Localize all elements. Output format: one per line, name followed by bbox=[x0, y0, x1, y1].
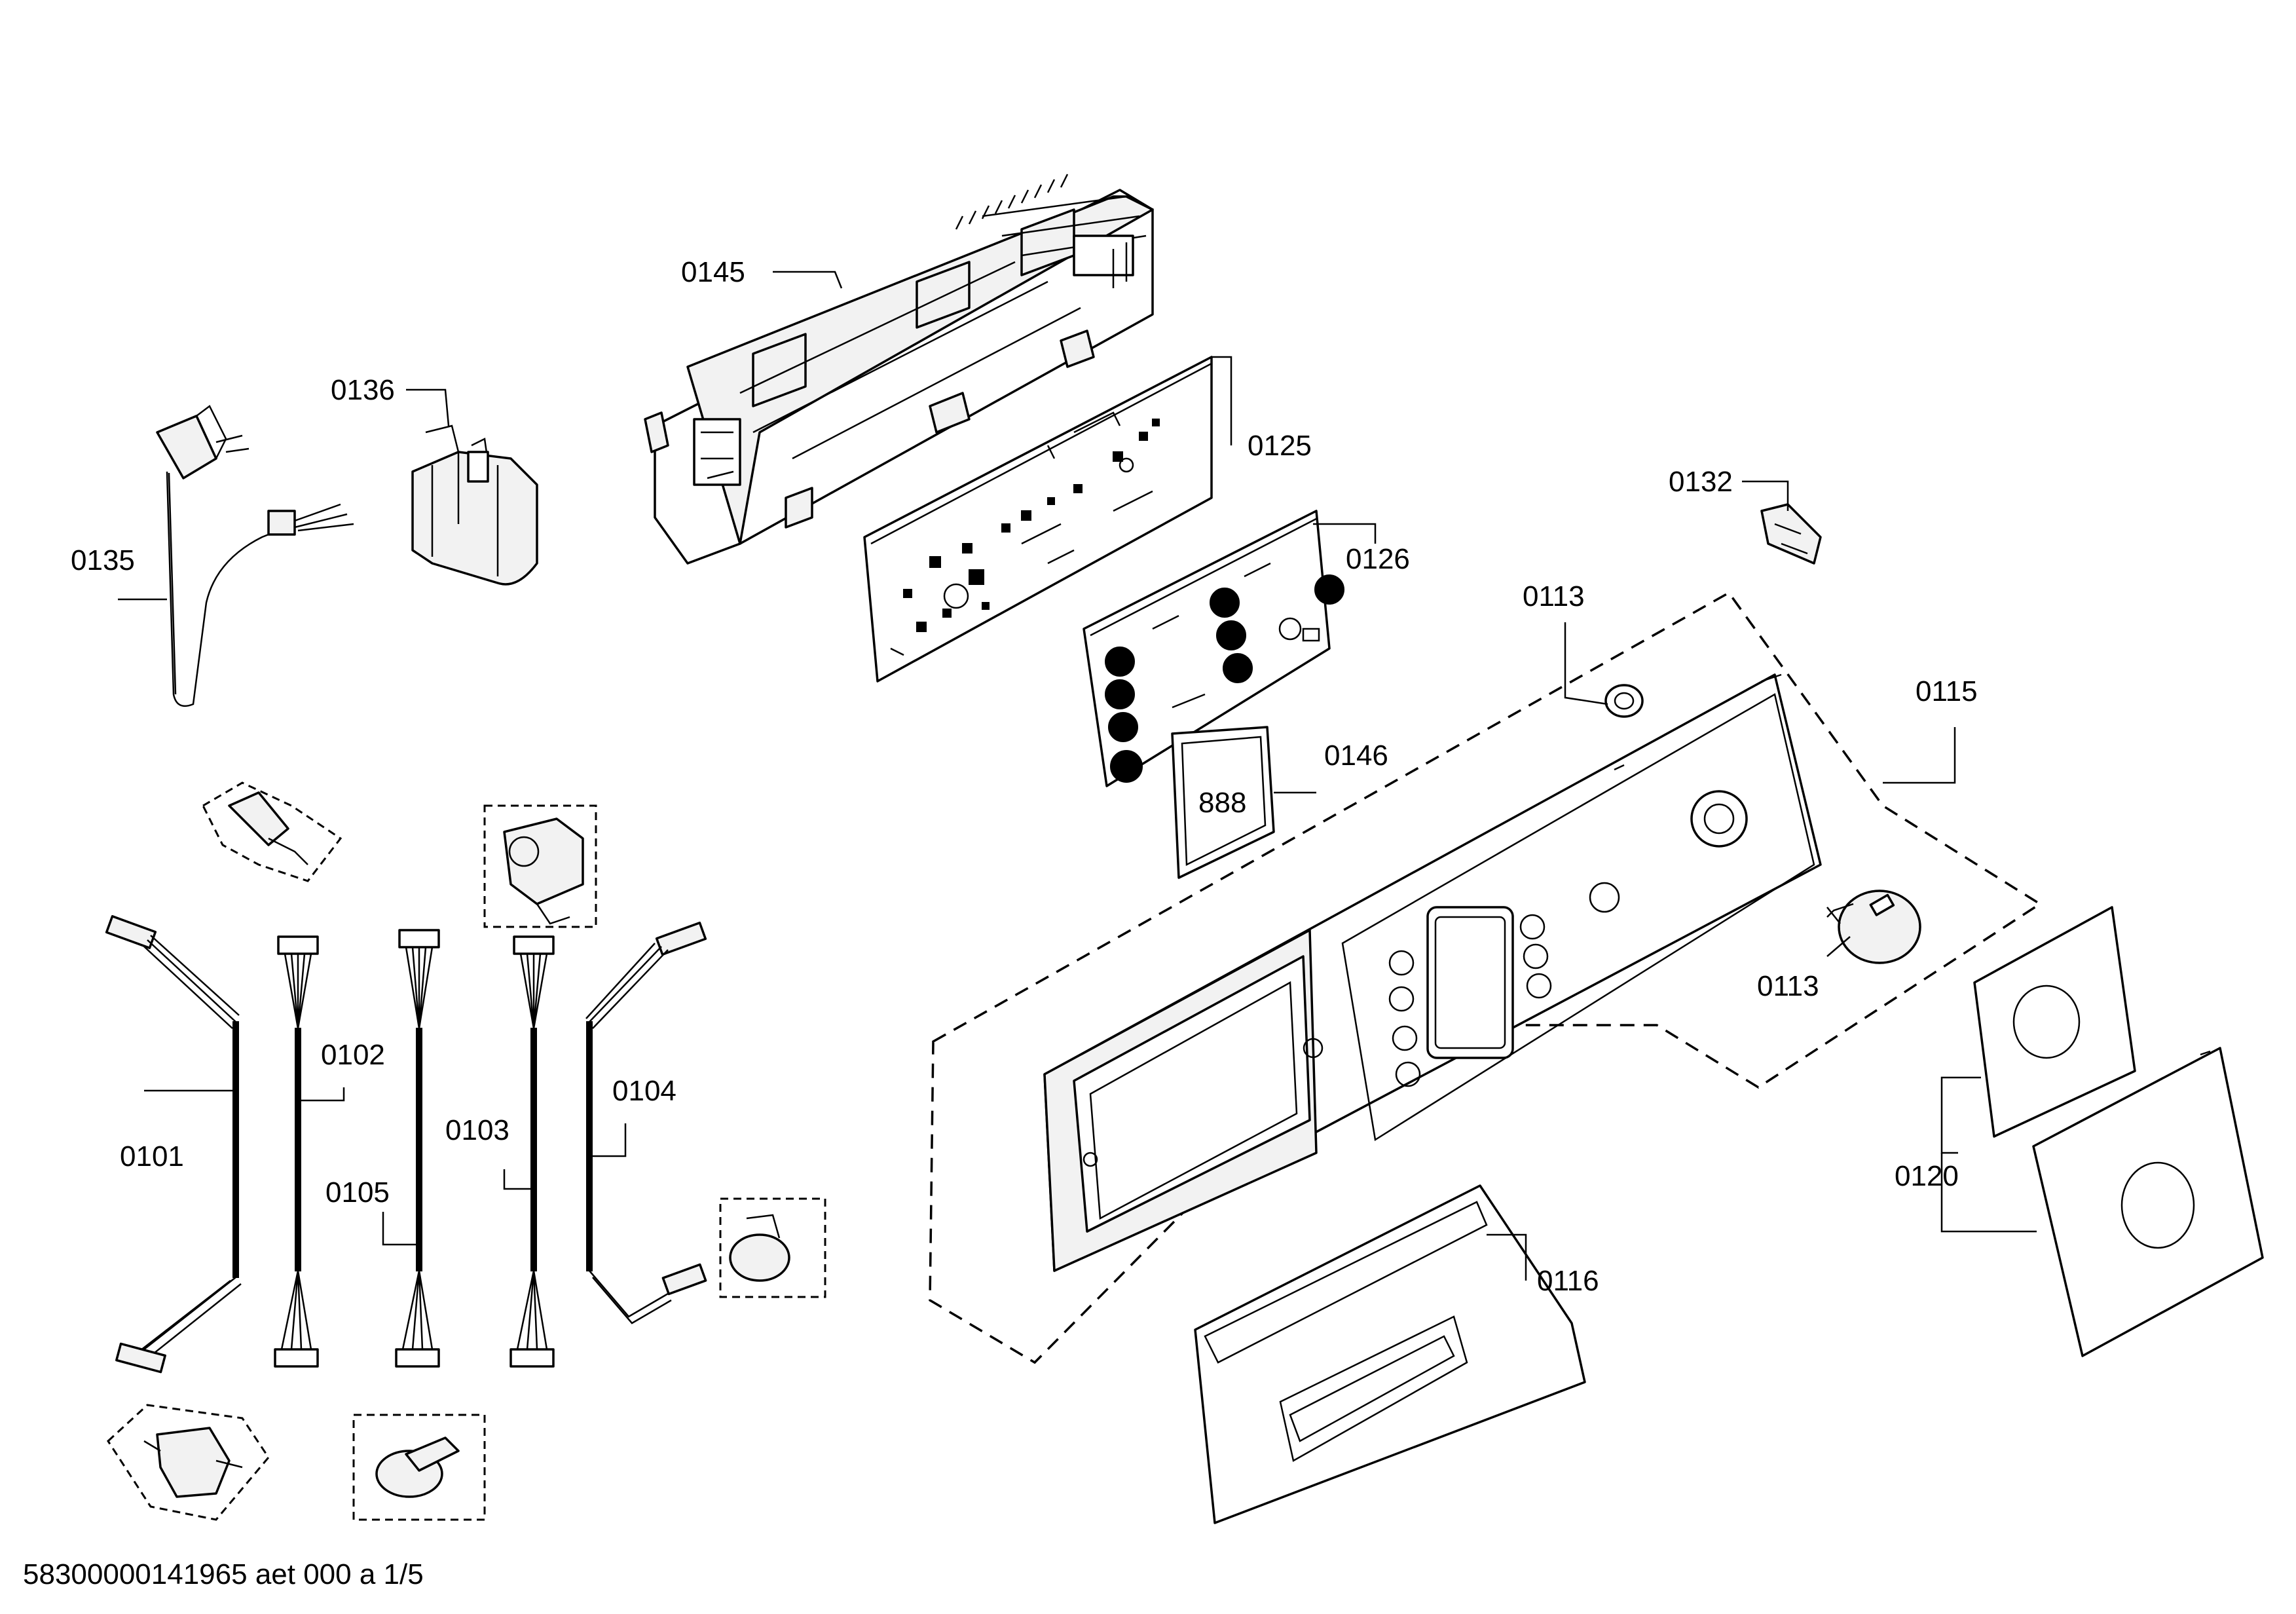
optional-part-pressure-switch bbox=[719, 1197, 826, 1298]
part-0101-harness bbox=[105, 915, 242, 1374]
callout-0103: 0103 bbox=[445, 1114, 509, 1146]
assembly-boundary-0115 bbox=[929, 591, 2043, 1364]
callout-0126: 0126 bbox=[1346, 543, 1410, 575]
part-0135-power-cord bbox=[156, 405, 354, 707]
callout-0136: 0136 bbox=[331, 374, 395, 406]
display-readout: 888 bbox=[1198, 787, 1246, 819]
part-0132-clip bbox=[1760, 503, 1822, 565]
part-0120-decor-panels bbox=[1973, 906, 2264, 1357]
leader-lines bbox=[118, 271, 2037, 1281]
callout-0102: 0102 bbox=[321, 1039, 385, 1071]
part-0102-harness bbox=[274, 935, 319, 1368]
callout-0145: 0145 bbox=[681, 256, 745, 288]
callout-0115: 0115 bbox=[1916, 675, 1978, 707]
part-0125-main-pcb bbox=[863, 356, 1213, 683]
part-0105-harness bbox=[395, 929, 440, 1368]
part-0103-harness bbox=[509, 935, 555, 1368]
callout-0105: 0105 bbox=[325, 1176, 390, 1209]
callout-0132: 0132 bbox=[1669, 466, 1733, 498]
callout-0116: 0116 bbox=[1537, 1265, 1599, 1297]
push-buttons bbox=[1105, 574, 1344, 783]
callout-0146: 0146 bbox=[1324, 740, 1388, 772]
document-reference: 58300000141965 aet 000 a 1/5 bbox=[23, 1558, 424, 1590]
optional-part-ntc-sensor bbox=[352, 1414, 486, 1521]
part-0116-drawer-handle bbox=[1194, 1184, 1586, 1524]
part-0145-control-frame bbox=[644, 174, 1154, 565]
optional-part-sensor bbox=[202, 781, 343, 882]
part-0113-program-knob bbox=[1826, 890, 1921, 964]
callout-0120: 0120 bbox=[1895, 1160, 1959, 1192]
callout-0135: 0135 bbox=[71, 544, 135, 576]
callout-labels: 0145 0136 0125 0135 0126 0132 0113 0115 … bbox=[71, 256, 1978, 1297]
callout-0125: 0125 bbox=[1248, 430, 1312, 462]
callout-0113-top: 0113 bbox=[1523, 580, 1585, 612]
callout-0101: 0101 bbox=[120, 1140, 184, 1173]
part-0136-interference-filter bbox=[411, 424, 538, 586]
optional-part-valve bbox=[483, 804, 597, 928]
part-0115-control-panel bbox=[1043, 673, 1822, 1272]
part-0146-display-lens: 888 bbox=[1171, 726, 1275, 879]
callout-0104: 0104 bbox=[612, 1075, 676, 1107]
part-0113-knob-insert bbox=[1604, 684, 1644, 718]
callout-0113-knob: 0113 bbox=[1757, 970, 1819, 1002]
optional-part-door-lock bbox=[107, 1404, 270, 1521]
part-0104-harness bbox=[585, 922, 707, 1324]
part-0126-button-pcb bbox=[1083, 510, 1344, 787]
